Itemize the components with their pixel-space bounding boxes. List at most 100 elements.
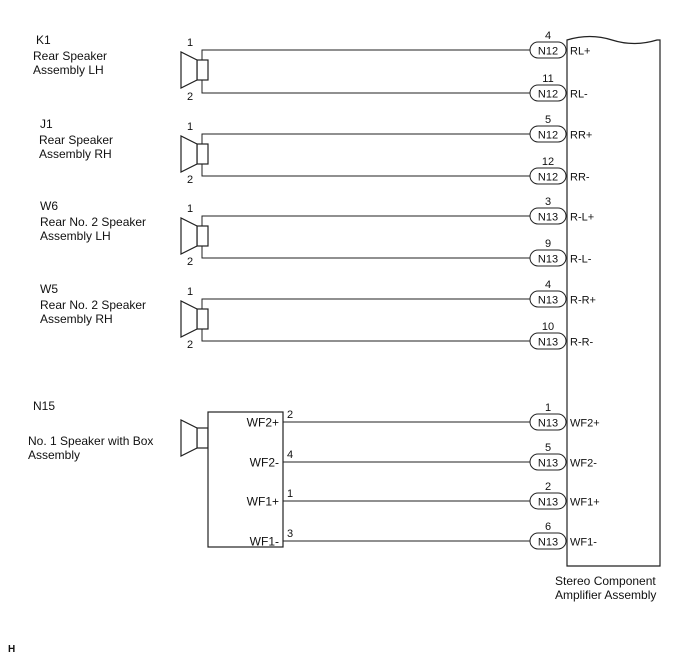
wire (201, 49, 530, 60)
speaker-cone (180, 51, 198, 89)
connector-label: N12 (538, 172, 558, 184)
connector-label: N12 (538, 130, 558, 142)
subwoofer-pin: 1 (287, 488, 293, 500)
speaker-name-line: Assembly RH (39, 147, 112, 161)
connector-label: N13 (538, 295, 558, 307)
amplifier-name-line: Amplifier Assembly (555, 588, 656, 602)
amp-terminal: RL+ (570, 46, 591, 58)
speaker-id: J1 (40, 117, 53, 131)
connector-label: N13 (538, 458, 558, 470)
amp-terminal: RL- (570, 89, 588, 101)
amp-pin: 1 (545, 402, 551, 414)
amp-pin: 12 (542, 156, 554, 168)
subwoofer-box (207, 411, 284, 548)
amp-terminal: RR+ (570, 130, 592, 142)
connector-pill (529, 167, 567, 185)
speaker-pin: 2 (187, 339, 193, 351)
amp-terminal: R-L- (570, 254, 592, 266)
connector-pill (529, 332, 567, 350)
speaker-icon (180, 51, 209, 89)
amp-pin: 3 (545, 196, 551, 208)
speaker-icon (180, 135, 209, 173)
speaker-id: W6 (40, 199, 58, 213)
wire (201, 133, 530, 144)
speaker-pin: 2 (187, 91, 193, 103)
wire (201, 215, 530, 226)
subwoofer-name-line: No. 1 Speaker with Box (28, 434, 153, 448)
speaker-magnet (196, 143, 209, 165)
speaker-cone (180, 419, 198, 457)
connector-label: N13 (538, 537, 558, 549)
connector-label: N13 (538, 212, 558, 224)
speaker-pin: 1 (187, 203, 193, 215)
amp-pin: 9 (545, 238, 551, 250)
speaker-pin: 1 (187, 37, 193, 49)
amp-terminal: WF1- (570, 537, 597, 549)
connector-pill (529, 290, 567, 308)
speaker-icon (180, 300, 209, 338)
amp-terminal: WF1+ (570, 497, 600, 509)
speaker-magnet (196, 225, 209, 247)
wire (201, 80, 530, 94)
connector-pill (529, 453, 567, 471)
speaker-icon (180, 217, 209, 255)
speaker-id: W5 (40, 282, 58, 296)
amp-pin: 6 (545, 521, 551, 533)
speaker-name-line: Rear Speaker (33, 49, 107, 63)
connector-label: N13 (538, 337, 558, 349)
connector-pill (529, 207, 567, 225)
connector-pill (529, 532, 567, 550)
connector-pill (529, 125, 567, 143)
amp-pin: 5 (545, 114, 551, 126)
connector-pill (529, 492, 567, 510)
subwoofer-pin: 3 (287, 528, 293, 540)
amp-pin: 2 (545, 481, 551, 493)
speaker-pin: 1 (187, 121, 193, 133)
speaker-cone (180, 135, 198, 173)
subwoofer-pin: 2 (287, 409, 293, 421)
connector-label: N12 (538, 46, 558, 58)
speaker-magnet (196, 59, 209, 81)
connector-pill (529, 413, 567, 431)
connector-label: N13 (538, 497, 558, 509)
speaker-name-line: Rear No. 2 Speaker (40, 215, 146, 229)
speaker-cone (180, 300, 198, 338)
speaker-name-line: Assembly LH (40, 229, 111, 243)
speaker-pin: 2 (187, 174, 193, 186)
speaker-name-line: Rear Speaker (39, 133, 113, 147)
speaker-name-line: Assembly RH (40, 312, 113, 326)
wire (201, 329, 530, 342)
connector-pill (529, 249, 567, 267)
speaker-pin: 1 (187, 286, 193, 298)
speaker-magnet (196, 427, 209, 449)
speaker-icon (180, 419, 209, 457)
wire (201, 298, 530, 309)
speaker-name-line: Rear No. 2 Speaker (40, 298, 146, 312)
subwoofer-id: N15 (33, 399, 55, 413)
connector-pill (529, 84, 567, 102)
speaker-pin: 2 (187, 256, 193, 268)
amp-pin: 4 (545, 279, 551, 291)
amplifier-box (566, 35, 661, 567)
amp-pin: 10 (542, 321, 554, 333)
wire (201, 164, 530, 177)
amp-terminal: R-R- (570, 337, 594, 349)
amplifier-name-line: Stereo Component (555, 574, 656, 588)
amp-terminal: R-L+ (570, 212, 594, 224)
connector-label: N13 (538, 254, 558, 266)
speaker-id: K1 (36, 33, 51, 47)
subwoofer-terminal: WF2+ (247, 416, 279, 430)
subwoofer-terminal: WF1+ (247, 495, 279, 509)
subwoofer-terminal: WF1- (250, 535, 279, 549)
subwoofer-terminal: WF2- (250, 456, 279, 470)
footer-mark: H (8, 644, 15, 655)
wire (201, 246, 530, 259)
